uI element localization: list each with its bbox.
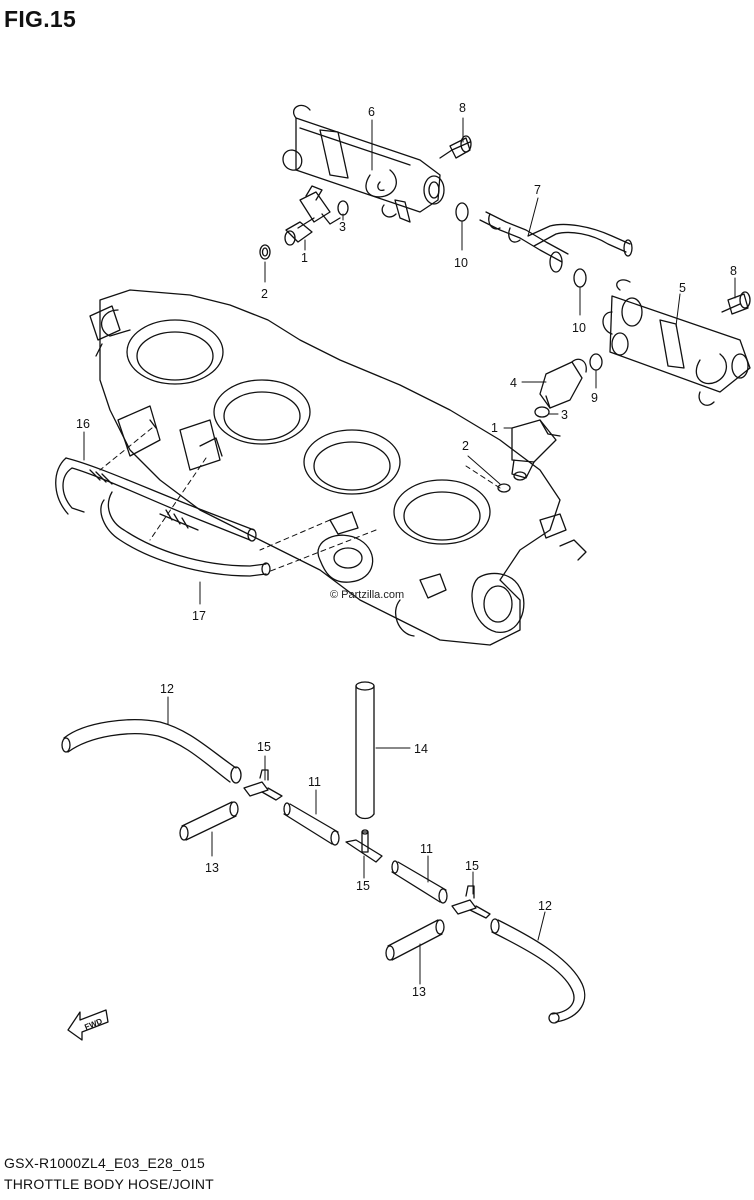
hose-11-left xyxy=(283,802,340,846)
callout-11: 11 xyxy=(420,842,433,856)
o-ring-9 xyxy=(589,353,603,371)
hose-13-right xyxy=(385,919,445,961)
model-code: GSX-R1000ZL4_E03_E28_015 xyxy=(4,1155,205,1171)
callout-12: 12 xyxy=(538,899,552,913)
o-ring-10b xyxy=(573,268,587,288)
callout-3: 3 xyxy=(561,408,568,422)
callout-13: 13 xyxy=(412,985,426,999)
callout-15: 15 xyxy=(465,859,479,873)
joint-4 xyxy=(539,358,587,409)
fuel-rail-right xyxy=(602,279,751,406)
callout-labels: 6 8 7 3 1 2 10 10 5 8 4 9 3 1 2 16 17 12… xyxy=(76,101,737,1032)
callout-8: 8 xyxy=(459,101,466,115)
hose-14 xyxy=(355,681,375,820)
dashed-leaders xyxy=(99,427,501,573)
bolt-upper xyxy=(439,135,472,159)
callout-12: 12 xyxy=(160,682,174,696)
callout-10: 10 xyxy=(454,256,468,270)
callout-5: 5 xyxy=(679,281,686,295)
callout-16: 16 xyxy=(76,417,90,431)
callout-15: 15 xyxy=(257,740,271,754)
hose-17 xyxy=(100,491,271,577)
throttle-body xyxy=(89,289,587,646)
section-name: THROTTLE BODY HOSE/JOINT xyxy=(4,1176,214,1192)
seal-upper xyxy=(259,244,271,260)
callout-14: 14 xyxy=(414,742,428,756)
joint-15-right xyxy=(451,885,491,919)
callout-10: 10 xyxy=(572,321,586,335)
joint-15-left xyxy=(243,769,283,801)
bolt-right xyxy=(721,291,751,315)
hose-12-left xyxy=(61,719,242,784)
callout-2: 2 xyxy=(462,439,469,453)
fwd-arrow-icon xyxy=(67,1009,109,1041)
callout-15: 15 xyxy=(356,879,370,893)
injector-lower xyxy=(511,419,561,481)
o-ring-upper xyxy=(337,200,349,216)
watermark: © Partzilla.com xyxy=(330,589,404,601)
hose-12-right xyxy=(490,918,586,1024)
callout-17: 17 xyxy=(192,609,206,623)
hose-13-left xyxy=(179,801,239,841)
o-ring-10a xyxy=(455,202,469,222)
callout-6: 6 xyxy=(368,105,375,119)
injector-upper xyxy=(284,185,341,246)
seal-lower xyxy=(497,483,511,493)
callout-8: 8 xyxy=(730,264,737,278)
figure-title: FIG.15 xyxy=(4,6,77,32)
callout-9: 9 xyxy=(591,391,598,405)
callout-11: 11 xyxy=(308,775,321,789)
callout-13: 13 xyxy=(205,861,219,875)
hose-11-right xyxy=(391,860,448,904)
callout-3: 3 xyxy=(339,220,346,234)
callout-2: 2 xyxy=(261,287,268,301)
joint-15-middle xyxy=(345,829,383,863)
callout-4: 4 xyxy=(510,376,517,390)
callout-1: 1 xyxy=(301,251,308,265)
fuel-rail-upper xyxy=(282,104,445,223)
hose-16 xyxy=(55,457,257,542)
callout-7: 7 xyxy=(534,183,541,197)
callout-leaders xyxy=(83,117,736,985)
o-ring-lower xyxy=(534,406,550,418)
fuel-pipe xyxy=(479,211,633,273)
callout-1: 1 xyxy=(491,421,498,435)
